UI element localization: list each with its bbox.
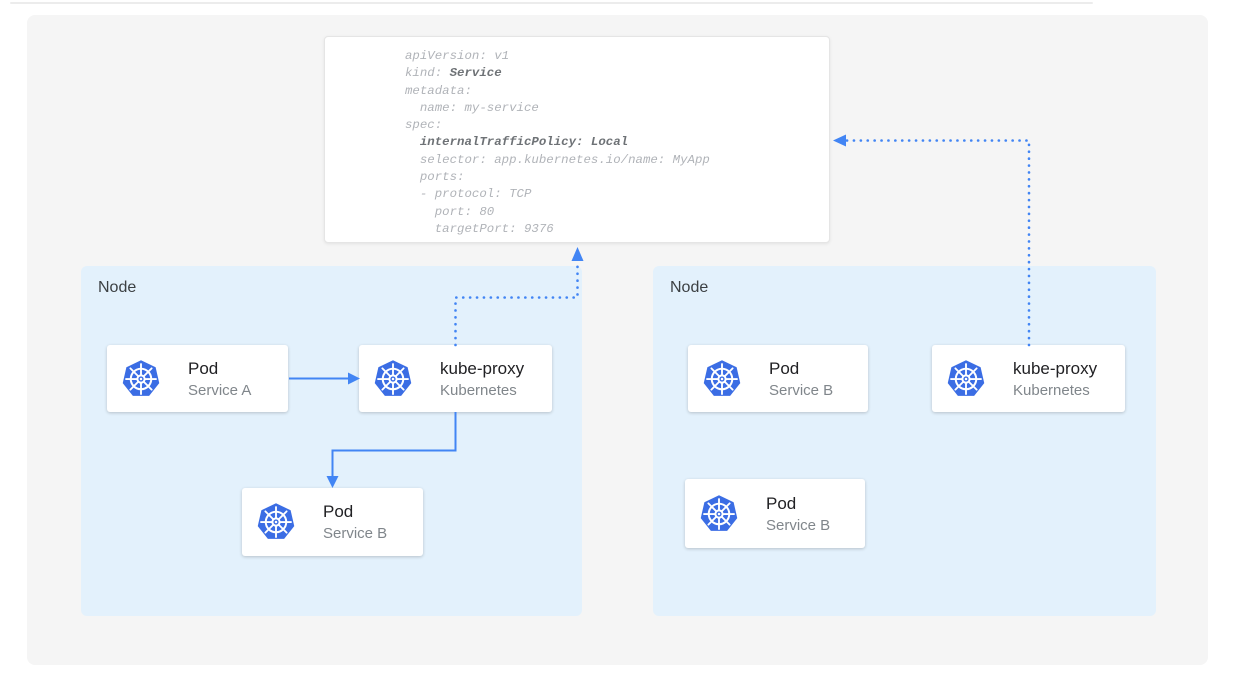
yaml-code-block: apiVersion: v1 kind: Service metadata: n…	[405, 48, 710, 238]
service-yaml-card: apiVersion: v1 kind: Service metadata: n…	[324, 36, 830, 243]
yaml-line: kind: Service	[405, 66, 502, 81]
kube-proxy-card-right: kube-proxy Kubernetes	[932, 345, 1125, 412]
card-title: Pod	[766, 493, 797, 513]
card-subtitle: Kubernetes	[440, 381, 517, 399]
card-subtitle: Service B	[323, 525, 388, 542]
card-title: Pod	[188, 358, 219, 378]
card-subtitle: Service A	[188, 381, 252, 399]
card-title: kube-proxy	[440, 358, 525, 378]
yaml-line: apiVersion: v1	[405, 49, 510, 63]
pod-card-service-b-right-top: Pod Service B	[688, 345, 868, 412]
pod-card-service-a: Pod Service A	[107, 345, 288, 412]
card-title: Pod	[769, 358, 800, 378]
card-title: kube-proxy	[1013, 358, 1098, 378]
yaml-line: selector: app.kubernetes.io/name: MyApp	[405, 152, 710, 167]
node-label: Node	[98, 279, 137, 296]
kubernetes-icon	[702, 358, 742, 397]
top-divider	[10, 2, 1093, 4]
kubernetes-icon	[699, 493, 739, 532]
yaml-line: port: 80	[405, 204, 495, 219]
yaml-line: name: my-service	[405, 100, 539, 115]
kubernetes-icon	[121, 358, 161, 397]
node-box-right: Node	[653, 266, 1156, 616]
yaml-line: targetPort: 9376	[405, 221, 554, 236]
yaml-line: spec:	[405, 118, 443, 133]
kubernetes-icon	[946, 358, 986, 397]
yaml-line: ports:	[405, 170, 465, 185]
node-label: Node	[670, 279, 709, 296]
kubernetes-icon	[256, 502, 296, 540]
kubernetes-icon	[373, 358, 413, 397]
card-subtitle: Service B	[769, 381, 834, 399]
yaml-line-internal-traffic-policy: internalTrafficPolicy: Local	[419, 135, 629, 150]
yaml-line: - protocol: TCP	[405, 187, 532, 202]
pod-card-service-b-right-bottom: Pod Service B	[685, 479, 865, 548]
pod-card-service-b-left: Pod Service B	[242, 488, 423, 556]
kube-proxy-card-left: kube-proxy Kubernetes	[359, 345, 552, 412]
card-subtitle: Kubernetes	[1013, 381, 1090, 399]
card-title: Pod	[323, 502, 354, 521]
yaml-line: metadata:	[405, 83, 472, 98]
node-box-left: Node	[81, 266, 582, 616]
card-subtitle: Service B	[766, 516, 831, 534]
